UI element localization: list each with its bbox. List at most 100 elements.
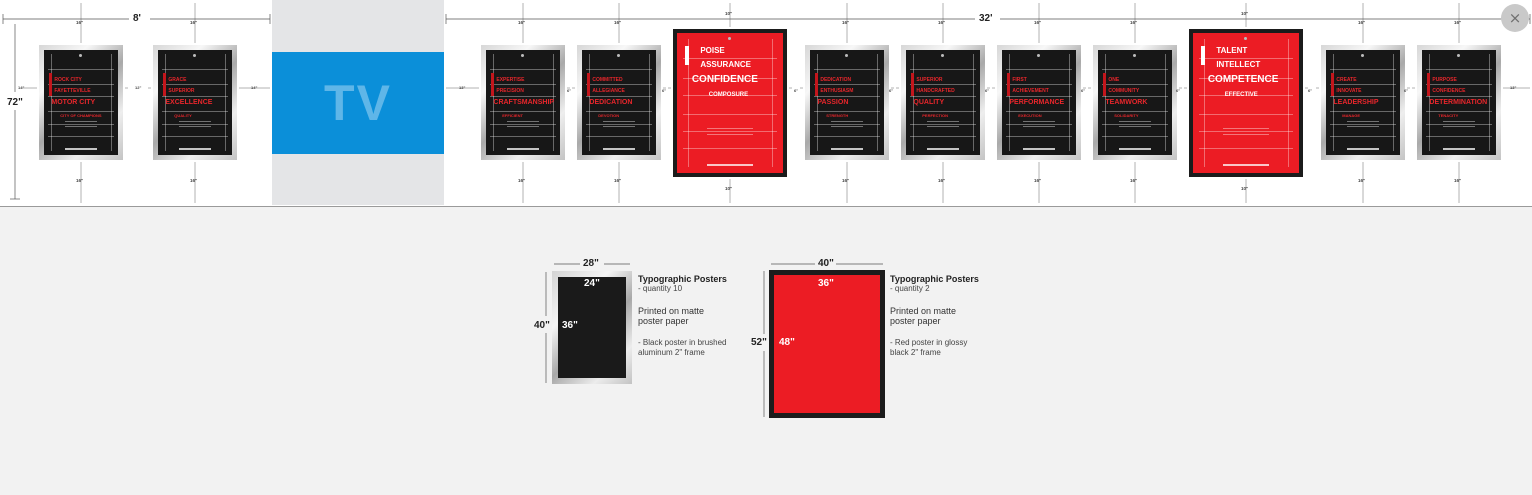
poster-word: Quality (174, 113, 192, 119)
poster-rule (586, 110, 652, 112)
poster-rule (1006, 110, 1072, 112)
poster-word: Rock City (54, 77, 82, 84)
poster-body-text (1346, 121, 1380, 123)
poster-rule (162, 96, 228, 98)
poster-artwork: DedicationEnthusiasmPassionStrength (810, 50, 884, 155)
legend-black-print: Printed on matte poster paper (638, 306, 705, 326)
poster-vertical-rule (1288, 38, 1290, 168)
wall-elevation: TV Rock CityFayettevilleMotor CityCity o… (0, 0, 1532, 207)
poster-rule (814, 123, 880, 125)
poster-rule (1426, 123, 1492, 125)
poster-word: Manage (1342, 113, 1361, 119)
poster-rule (48, 83, 114, 85)
poster-word: Intellect (1216, 60, 1261, 69)
poster-body-text (830, 121, 864, 123)
poster-vertical-rule (1105, 54, 1107, 151)
between-right-spacing-label-3: 6" (794, 88, 799, 93)
poster-rule (1330, 123, 1396, 125)
legend-black-poster (552, 271, 632, 384)
poster-rule (1102, 136, 1168, 138)
tv-wall-section: TV (272, 0, 444, 205)
poster-logo-icon (926, 147, 960, 150)
poster-vertical-word (491, 73, 495, 97)
poster-word: Effective (1224, 91, 1258, 98)
poster-body-text (64, 125, 98, 127)
top-spacing-label: 16" (938, 20, 946, 25)
poster-word: Precision (496, 87, 524, 94)
poster-word: Assurance (700, 60, 751, 69)
poster-rule (683, 131, 777, 132)
poster-word: Execution (1018, 113, 1042, 119)
poster-word: Fayetteville (54, 87, 91, 94)
poster-body-text (602, 121, 636, 123)
bottom-spacing-label: 16" (614, 178, 622, 183)
poster-11: CreateInnovateLeadershipManage (1321, 45, 1405, 160)
poster-vertical-word (911, 73, 915, 97)
poster-word: Tenacity (1438, 113, 1459, 119)
poster-rule (1006, 68, 1072, 70)
poster-word: Passion (817, 99, 849, 107)
poster-9: OneCommunityTeamworkSolidarity (1093, 45, 1177, 160)
poster-rule (586, 123, 652, 125)
left-width-label: 8' (133, 13, 141, 24)
poster-1: Rock CityFayettevilleMotor CityCity of C… (39, 45, 123, 160)
poster-artwork: SuperiorHandcraftedQualityPerfection (906, 50, 980, 155)
poster-logo-icon (64, 147, 98, 150)
poster-word: Allegiance (592, 87, 625, 94)
poster-vertical-rule (51, 54, 53, 151)
poster-word: Excellence (165, 99, 213, 107)
poster-rule (910, 68, 976, 70)
poster-rule (1199, 77, 1293, 79)
between-right-spacing-label-9: 6" (1404, 88, 1409, 93)
poster-word: Motor City (51, 99, 96, 107)
legend-red-print: Printed on matte poster paper (890, 306, 957, 326)
poster-rule (1006, 83, 1072, 85)
between-right-spacing-label-1: 6" (567, 88, 572, 93)
poster-body-text (706, 128, 754, 130)
poster-body-text (64, 121, 98, 123)
top-spacing-label: 16" (1454, 20, 1462, 25)
poster-vertical-rule (589, 54, 591, 151)
between-left-spacing-label: 12" (135, 85, 142, 90)
poster-rule (162, 136, 228, 138)
poster-rule (683, 114, 777, 116)
poster-2: GraceSuperiorExcellenceQuality (153, 45, 237, 160)
poster-word: Dedication (589, 99, 633, 107)
bottom-spacing-label: 16" (518, 178, 526, 183)
close-button[interactable]: × (1501, 4, 1529, 32)
poster-vertical-word (1427, 73, 1431, 97)
legend-red-outer-width: 40" (818, 258, 834, 269)
legend-black-outer-width: 28" (583, 258, 599, 269)
poster-vertical-rule (972, 54, 974, 151)
legend-dimension-lines (545, 263, 883, 417)
poster-vertical-rule (876, 54, 878, 151)
poster-word: Superior (168, 87, 195, 94)
poster-word: Efficient (502, 113, 523, 119)
poster-rule (48, 110, 114, 112)
poster-rule (910, 96, 976, 98)
dimension-lines (2, 3, 1531, 203)
poster-vertical-word (163, 73, 167, 97)
poster-rule (683, 77, 777, 79)
legend-black-quantity: - quantity 10 (638, 284, 683, 293)
poster-rule (48, 136, 114, 138)
top-spacing-label: 16" (1034, 20, 1042, 25)
poster-hole-icon (941, 54, 944, 57)
poster-word: Leadership (1333, 99, 1379, 107)
poster-vertical-rule (1068, 54, 1070, 151)
poster-word: First (1012, 77, 1027, 84)
bottom-spacing-label: 16" (190, 178, 198, 183)
poster-body-text (1118, 121, 1152, 123)
poster-rule (1426, 68, 1492, 70)
between-right-spacing-label-8: 6" (1308, 88, 1313, 93)
poster-6: DedicationEnthusiasmPassionStrength (805, 45, 889, 160)
poster-hole-icon (79, 54, 82, 57)
poster-vertical-rule (772, 38, 774, 168)
poster-rule (814, 110, 880, 112)
poster-hole-icon (193, 54, 196, 57)
poster-word: Achievement (1012, 87, 1049, 94)
poster-word: Superior (916, 77, 943, 84)
top-spacing-label: 16" (842, 20, 850, 25)
poster-word: Perfection (922, 113, 949, 119)
poster-artwork: GraceSuperiorExcellenceQuality (158, 50, 232, 155)
